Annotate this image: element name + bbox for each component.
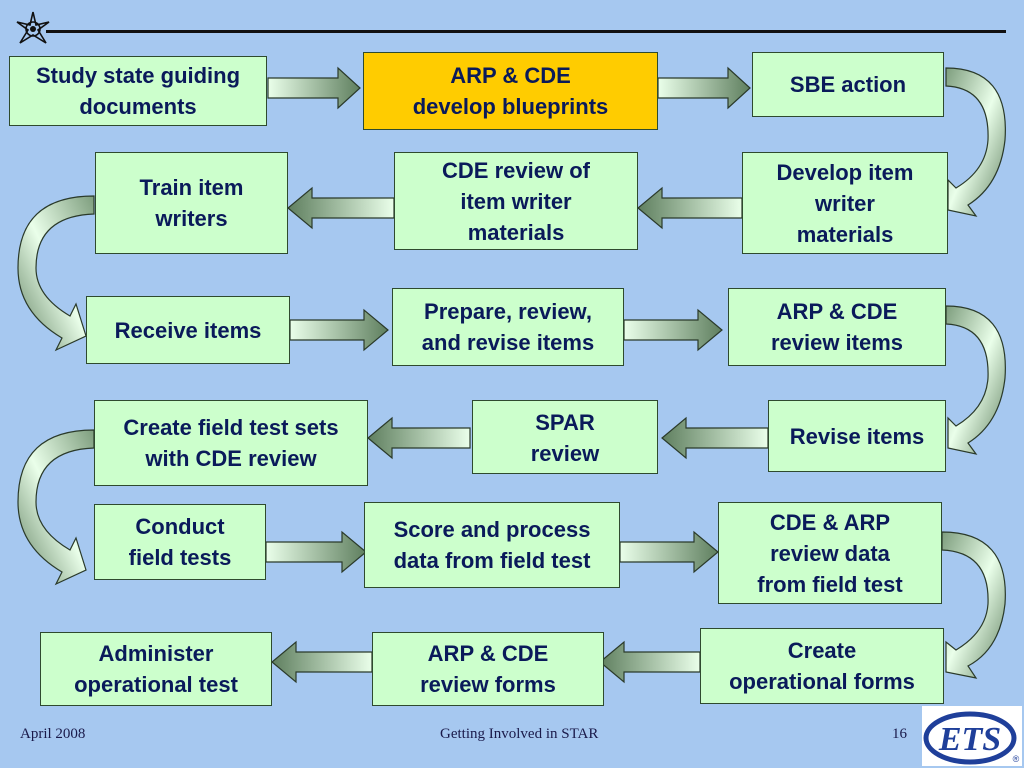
ets-logo-text: ETS <box>938 721 1001 758</box>
arrow-left-4 <box>367 416 471 460</box>
curve-right-1 <box>945 67 1006 217</box>
step-arp-cde-review-forms: ARP & CDE review forms <box>372 632 604 706</box>
arrow-right-1 <box>267 66 361 110</box>
footer-title: Getting Involved in STAR <box>440 726 599 742</box>
arrow-right-5 <box>265 530 367 574</box>
footer-date: April 2008 <box>20 726 86 742</box>
step-train-item-writers: Train item writers <box>95 152 288 254</box>
step-administer-operational-test: Administer operational test <box>40 632 272 706</box>
arrow-right-4 <box>623 308 723 352</box>
top-rule <box>46 30 1006 33</box>
step-create-field-test-sets: Create field test sets with CDE review <box>94 400 368 486</box>
arrow-left-6 <box>271 640 373 684</box>
curve-left-2 <box>17 429 95 586</box>
arrow-right-3 <box>289 308 389 352</box>
curve-left-1 <box>17 195 95 352</box>
arrow-left-5 <box>599 640 701 684</box>
step-arp-cde-review-items: ARP & CDE review items <box>728 288 946 366</box>
step-sbe-action: SBE action <box>752 52 944 117</box>
step-develop-blueprints: ARP & CDE develop blueprints <box>363 52 658 130</box>
footer-page-number: 16 <box>892 726 907 742</box>
step-receive-items: Receive items <box>86 296 290 364</box>
arrow-left-3 <box>661 416 769 460</box>
step-spar-review: SPAR review <box>472 400 658 474</box>
step-prepare-review-revise: Prepare, review, and revise items <box>392 288 624 366</box>
ets-logo-mark: ® <box>1013 754 1020 764</box>
step-revise-items: Revise items <box>768 400 946 472</box>
arrow-left-1 <box>637 186 743 230</box>
step-cde-arp-review-data: CDE & ARP review data from field test <box>718 502 942 604</box>
arrow-left-2 <box>287 186 395 230</box>
arrow-right-2 <box>657 66 751 110</box>
step-score-process-data: Score and process data from field test <box>364 502 620 588</box>
ets-logo: ETS ® <box>922 706 1022 766</box>
step-study-documents: Study state guiding documents <box>9 56 267 126</box>
arrow-right-6 <box>619 530 719 574</box>
step-conduct-field-tests: Conduct field tests <box>94 504 266 580</box>
step-cde-review-writer-materials: CDE review of item writer materials <box>394 152 638 250</box>
curve-right-2 <box>945 305 1006 455</box>
compass-star-icon <box>16 11 50 44</box>
curve-right-3 <box>941 531 1006 679</box>
step-develop-writer-materials: Develop item writer materials <box>742 152 948 254</box>
step-create-operational-forms: Create operational forms <box>700 628 944 704</box>
